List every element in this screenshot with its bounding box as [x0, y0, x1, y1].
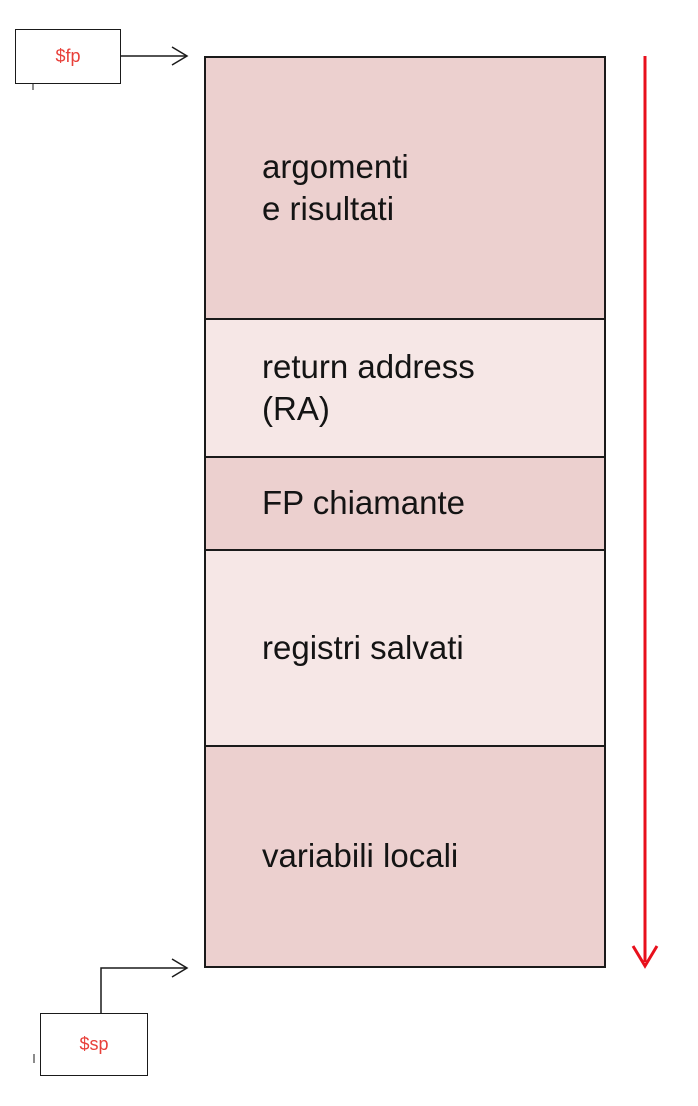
- sp-arrow-head: [171, 958, 189, 978]
- segment-local-variables: variabili locali: [206, 747, 604, 966]
- segment-arguments-results: argomenti e risultati: [206, 58, 604, 320]
- segment-label: argomenti e risultati: [262, 146, 409, 230]
- segment-label-line: registri salvati: [262, 628, 464, 666]
- segment-label: return address (RA): [262, 346, 475, 430]
- stack-growth-arrow-head: [631, 945, 659, 969]
- fp-arrow-head: [171, 46, 189, 66]
- segment-saved-registers: registri salvati: [206, 551, 604, 747]
- segment-label-line: (RA): [262, 390, 330, 427]
- segment-label: FP chiamante: [262, 482, 465, 524]
- segment-label-line: argomenti: [262, 147, 409, 185]
- segment-label: variabili locali: [262, 835, 458, 877]
- fp-register-label: $fp: [55, 46, 81, 66]
- segment-label-line: variabili locali: [262, 837, 459, 875]
- segment-label-line: return address: [262, 347, 475, 385]
- segment-label-line: e risultati: [262, 190, 395, 227]
- segment-return-address: return address (RA): [206, 320, 604, 458]
- segment-label-line: FP chiamante: [262, 484, 465, 522]
- sp-register-box: $sp: [40, 1013, 148, 1076]
- stack-frame: argomenti e risultati return address (RA…: [204, 56, 606, 968]
- sp-arrow: [100, 967, 186, 1013]
- fp-register-box: $fp: [15, 29, 121, 84]
- segment-label: registri salvati: [262, 627, 464, 669]
- segment-caller-fp: FP chiamante: [206, 458, 604, 551]
- sp-register-label: $sp: [79, 1034, 109, 1054]
